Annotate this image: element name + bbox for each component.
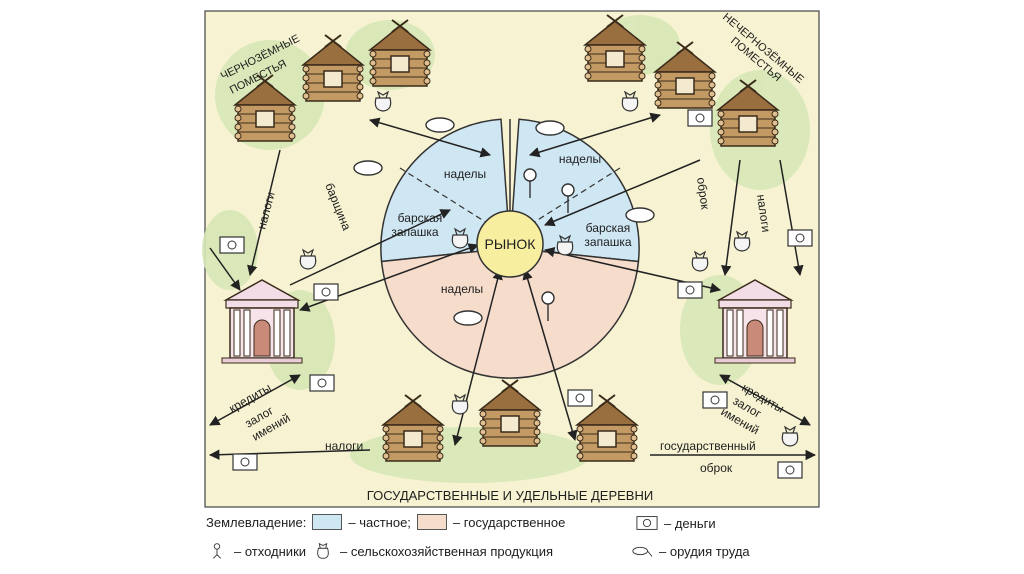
market-label: РЫНОК <box>485 236 537 252</box>
money-icon <box>677 281 703 299</box>
villages-title: ГОСУДАРСТВЕННЫЕ И УДЕЛЬНЫЕ ДЕРЕВНИ <box>367 488 653 503</box>
label-nalogi-right: налоги <box>754 193 773 233</box>
money-icon <box>567 389 593 407</box>
money-icon <box>313 283 339 301</box>
money-icon <box>702 391 728 409</box>
private-swatch <box>312 514 343 530</box>
label-gos-1: государственный <box>660 439 756 453</box>
legend-private: – частное; <box>348 514 411 530</box>
label-barskaya-right: барская <box>586 221 631 235</box>
label-nadely-top: наделы <box>444 167 486 181</box>
label-zapashka-right: запашка <box>584 235 631 249</box>
label-barskaya-left: барская <box>398 211 443 225</box>
legend-tools: – орудия труда <box>659 543 750 559</box>
tools-icon <box>632 546 653 557</box>
money-icon <box>232 453 258 471</box>
otkhodnik-icon <box>213 543 221 559</box>
money-icon <box>787 229 813 247</box>
label-obrok-right: оброк <box>694 176 712 211</box>
money-icon <box>687 109 713 127</box>
label-nalogi-bottom: налоги <box>325 439 363 453</box>
legend-title: Землевладение: <box>206 514 307 530</box>
legend-otkhodniki: – отходники <box>234 543 307 559</box>
produce-icon <box>317 542 329 559</box>
label-nadely-right: наделы <box>559 152 601 166</box>
market-circle <box>476 210 544 278</box>
money-icon <box>636 516 658 530</box>
label-nadely-bottom: наделы <box>441 282 483 296</box>
money-icon <box>309 374 335 392</box>
money-icon <box>219 236 245 254</box>
figures <box>353 117 655 326</box>
money-icon <box>777 461 803 479</box>
flow-arrows <box>208 112 817 461</box>
legend-produce: – сельскохозяйственная продукция <box>340 543 554 559</box>
label-gos-2: оброк <box>700 461 733 475</box>
legend-money: – деньги <box>664 515 716 531</box>
legend-state: – государственное <box>452 514 566 530</box>
state-swatch <box>416 514 447 530</box>
legend: Землевладение: – частное; – государствен… <box>206 512 826 572</box>
label-zapashka-left: запашка <box>391 225 438 239</box>
